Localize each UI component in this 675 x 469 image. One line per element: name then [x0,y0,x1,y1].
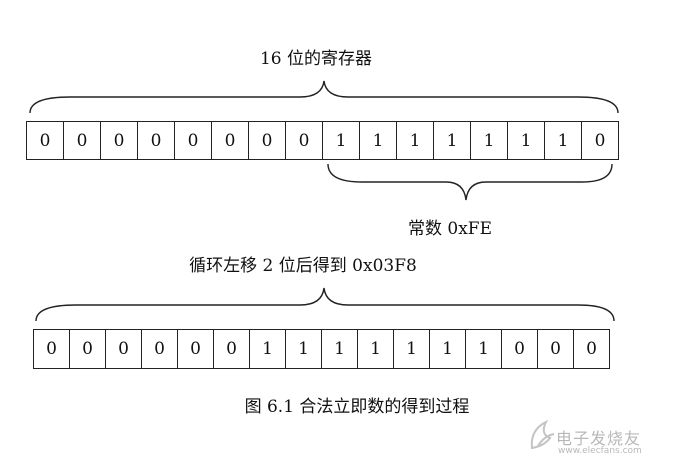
bit-cell: 0 [573,329,610,369]
bit-cell: 1 [359,121,397,160]
bit-cell: 1 [357,329,394,369]
bit-cell: 1 [322,121,360,160]
figure-caption: 图 6.1 合法立即数的得到过程 [244,397,470,417]
bit-cell: 0 [63,121,101,160]
constant-brace [327,163,613,201]
bit-cell: 1 [249,329,286,369]
bit-cell: 0 [141,329,178,369]
bit-cell: 0 [501,329,538,369]
rotate-label: 循环左移 2 位后得到 0x03F8 [189,256,417,276]
bit-cell: 1 [465,329,502,369]
bit-cell: 0 [537,329,574,369]
bit-cell: 0 [174,121,212,160]
bit-cell: 1 [429,329,466,369]
bit-cell: 1 [433,121,471,160]
bit-cell: 1 [544,121,582,160]
watermark: 电子发烧友 www.elecfans.com [528,410,668,460]
watermark-logo-icon [530,419,555,450]
bit-cell: 0 [211,121,249,160]
bit-cell: 0 [100,121,138,160]
constant-label: 常数 0xFE [407,219,493,239]
bit-cell: 0 [581,121,619,160]
bit-cell: 0 [69,329,106,369]
bit-cell: 1 [396,121,434,160]
bit-cell: 0 [33,329,70,369]
bit-cell: 1 [393,329,430,369]
bit-cell: 1 [321,329,358,369]
bit-cell: 0 [177,329,214,369]
rotate-brace [35,287,615,322]
top-brace [29,80,619,114]
watermark-text: 电子发烧友 [556,429,642,448]
bit-cell: 1 [285,329,322,369]
bit-cell: 1 [470,121,508,160]
bit-cell: 0 [137,121,175,160]
register-label: 16 位的寄存器 [259,49,373,69]
bit-cell: 0 [105,329,142,369]
bit-cell: 0 [213,329,250,369]
bit-cell: 0 [26,121,64,160]
bit-cell: 0 [285,121,323,160]
bit-cell: 1 [507,121,545,160]
watermark-subtext: www.elecfans.com [558,446,642,456]
bit-cell: 0 [248,121,286,160]
